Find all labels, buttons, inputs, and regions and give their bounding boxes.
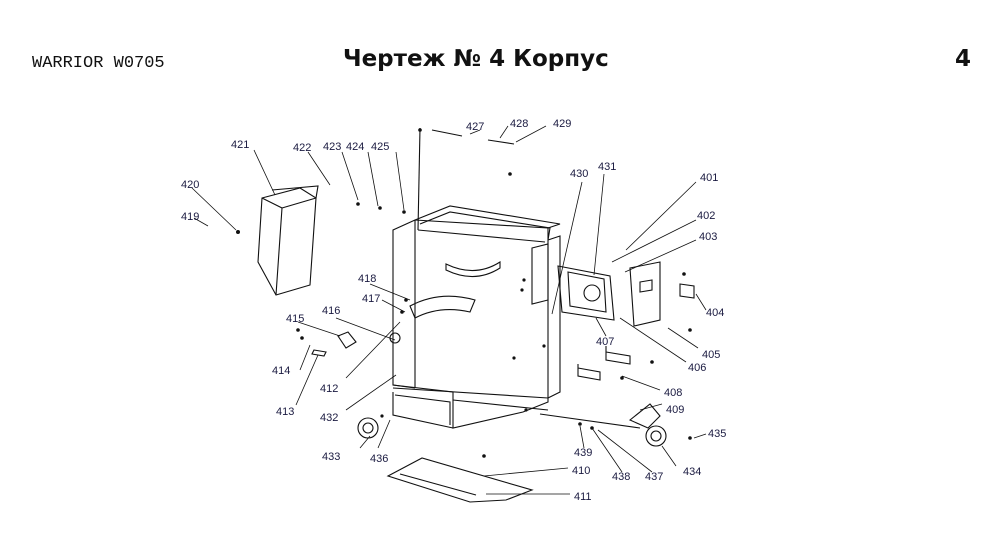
dust-chute [257,187,317,296]
handle-slot [445,260,501,278]
part-label-432: 432 [320,412,338,424]
tilt-scale [409,295,476,319]
part-label-421: 421 [231,139,249,151]
part-label-407: 407 [596,336,614,348]
part-label-436: 436 [370,453,388,465]
part-label-424: 424 [346,141,364,153]
part-label-428: 428 [510,118,528,130]
switch-box [679,283,695,299]
page-number: 4 [955,46,972,72]
part-label-430: 430 [570,168,588,180]
part-label-425: 425 [371,141,389,153]
model-name: WARRIOR W0705 [32,54,165,73]
part-label-410: 410 [572,465,590,477]
part-label-423: 423 [323,141,341,153]
part-label-417: 417 [362,293,380,305]
part-label-437: 437 [645,471,663,483]
part-label-439: 439 [574,447,592,459]
part-label-433: 433 [322,451,340,463]
part-label-409: 409 [666,404,684,416]
part-labels: 401 402 403 404 405 406 407 408 409 410 … [181,118,726,503]
part-label-406: 406 [688,362,706,374]
part-label-431: 431 [598,161,616,173]
part-label-403: 403 [699,231,717,243]
bottom-tray [386,457,534,503]
cabinet-base [392,387,549,429]
part-label-416: 416 [322,305,340,317]
part-label-404: 404 [706,307,724,319]
part-label-435: 435 [708,428,726,440]
part-label-401: 401 [700,172,718,184]
caster-right [645,425,667,447]
part-label-434: 434 [683,466,701,478]
cabinet-top-back [414,205,561,229]
drawing-lines [191,125,707,503]
part-label-422: 422 [293,142,311,154]
part-label-402: 402 [697,210,715,222]
part-label-438: 438 [612,471,630,483]
motor-panel [557,265,615,321]
part-label-415: 415 [286,313,304,325]
part-label-427: 427 [466,121,484,133]
part-label-419: 419 [181,211,199,223]
caster-left [357,417,379,439]
part-label-412: 412 [320,383,338,395]
part-label-420: 420 [181,179,199,191]
side-cover [629,261,661,327]
part-label-414: 414 [272,365,290,377]
fasteners [236,128,692,458]
part-label-413: 413 [276,406,294,418]
part-label-429: 429 [553,118,571,130]
drawing-title: Чертеж № 4 Корпус [343,46,609,72]
part-label-418: 418 [358,273,376,285]
part-label-411: 411 [574,491,592,503]
part-label-408: 408 [664,387,682,399]
part-label-405: 405 [702,349,720,361]
